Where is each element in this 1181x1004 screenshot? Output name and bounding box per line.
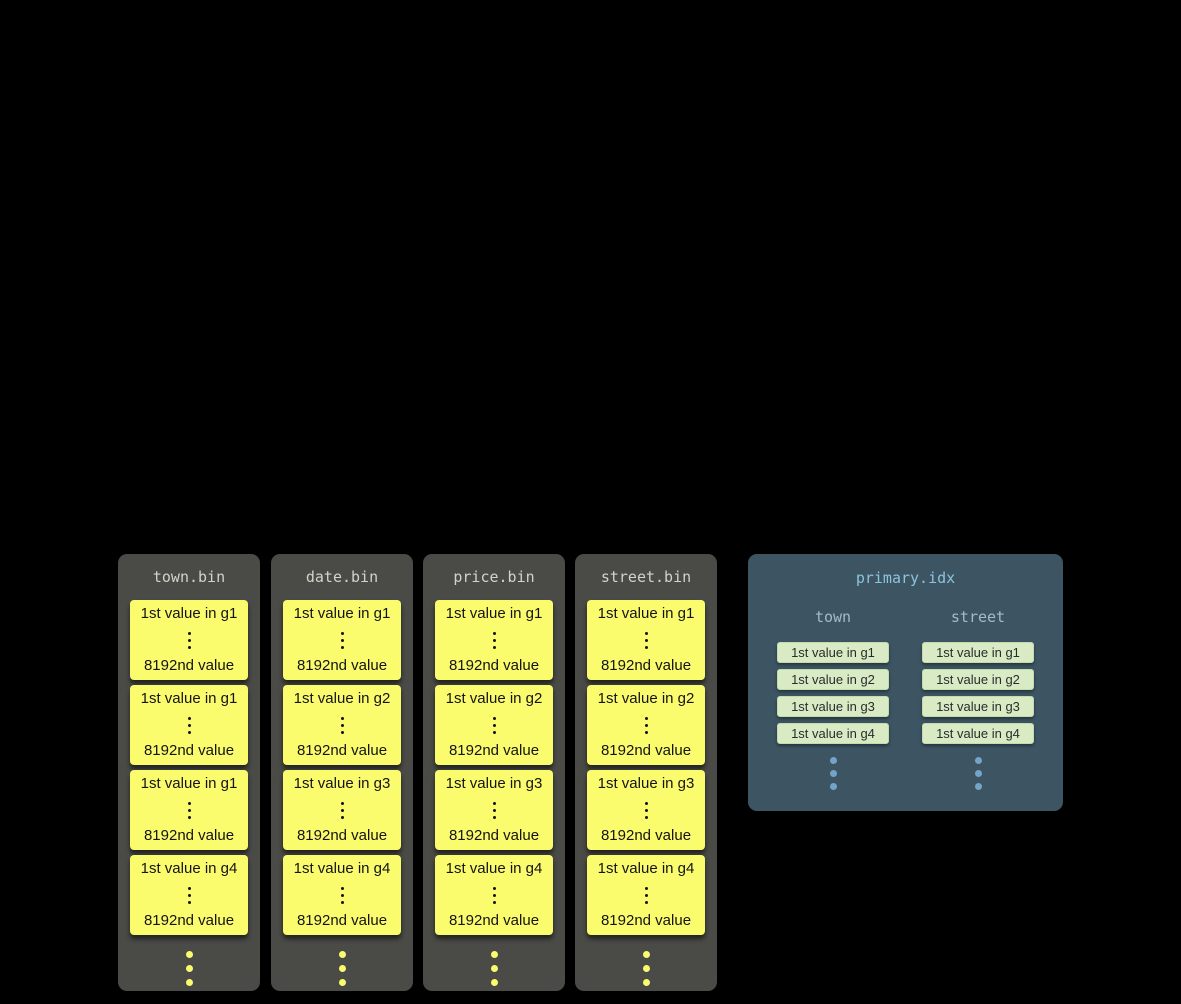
granule-block: 1st value in g4 8192nd value: [435, 855, 553, 935]
granule-first-value: 1st value in g2: [445, 690, 543, 707]
granule-last-value: 8192nd value: [296, 742, 388, 759]
vertical-ellipsis-icon: [187, 885, 191, 906]
granule-first-value: 1st value in g1: [293, 605, 391, 622]
index-entry-chip: 1st value in g1: [922, 642, 1034, 663]
vertical-ellipsis-icon: [492, 800, 496, 821]
granule-block: 1st value in g1 8192nd value: [435, 600, 553, 680]
index-entry-chip: 1st value in g4: [777, 723, 889, 744]
vertical-ellipsis-icon: [644, 715, 648, 736]
granule-last-value: 8192nd value: [296, 827, 388, 844]
granule-first-value: 1st value in g1: [140, 605, 238, 622]
granule-last-value: 8192nd value: [600, 912, 692, 929]
granule-last-value: 8192nd value: [448, 912, 540, 929]
granule-first-value: 1st value in g1: [597, 605, 695, 622]
more-granules-ellipsis-icon: [642, 947, 650, 989]
bin-file-title: street.bin: [600, 568, 692, 586]
primary-index-columns: town 1st value in g1 1st value in g2 1st…: [748, 607, 1063, 793]
granule-block: 1st value in g4 8192nd value: [283, 855, 401, 935]
index-entry-chip: 1st value in g1: [777, 642, 889, 663]
vertical-ellipsis-icon: [187, 630, 191, 651]
bin-column-street: street.bin 1st value in g1 8192nd value …: [575, 554, 717, 991]
granule-first-value: 1st value in g4: [445, 860, 543, 877]
index-column-header: street: [950, 608, 1006, 626]
index-column-town: town 1st value in g1 1st value in g2 1st…: [773, 607, 893, 793]
index-entry-chip: 1st value in g4: [922, 723, 1034, 744]
more-granules-ellipsis-icon: [490, 947, 498, 989]
more-entries-ellipsis-icon: [829, 754, 837, 793]
granule-last-value: 8192nd value: [448, 742, 540, 759]
granule-last-value: 8192nd value: [143, 657, 235, 674]
index-entry-chip: 1st value in g2: [777, 669, 889, 690]
granule-last-value: 8192nd value: [448, 657, 540, 674]
granule-last-value: 8192nd value: [296, 912, 388, 929]
vertical-ellipsis-icon: [644, 885, 648, 906]
index-entry-chip: 1st value in g3: [922, 696, 1034, 717]
granule-last-value: 8192nd value: [143, 912, 235, 929]
bin-file-title: price.bin: [453, 568, 535, 586]
index-column-street: street 1st value in g1 1st value in g2 1…: [918, 607, 1038, 793]
vertical-ellipsis-icon: [340, 630, 344, 651]
vertical-ellipsis-icon: [644, 800, 648, 821]
vertical-ellipsis-icon: [187, 715, 191, 736]
primary-index-panel: primary.idx town 1st value in g1 1st val…: [748, 554, 1063, 811]
granule-first-value: 1st value in g4: [597, 860, 695, 877]
granule-block: 1st value in g2 8192nd value: [587, 685, 705, 765]
bin-file-title: date.bin: [305, 568, 379, 586]
vertical-ellipsis-icon: [492, 630, 496, 651]
granule-first-value: 1st value in g3: [597, 775, 695, 792]
granule-first-value: 1st value in g1: [140, 775, 238, 792]
primary-index-title: primary.idx: [855, 569, 956, 587]
bin-column-town: town.bin 1st value in g1 8192nd value 1s…: [118, 554, 260, 991]
granule-block: 1st value in g1 8192nd value: [130, 685, 248, 765]
index-column-header: town: [814, 608, 852, 626]
bin-column-price: price.bin 1st value in g1 8192nd value 1…: [423, 554, 565, 991]
granule-first-value: 1st value in g3: [445, 775, 543, 792]
granule-last-value: 8192nd value: [143, 827, 235, 844]
vertical-ellipsis-icon: [492, 885, 496, 906]
index-entry-chip: 1st value in g3: [777, 696, 889, 717]
granule-first-value: 1st value in g2: [597, 690, 695, 707]
granule-block: 1st value in g4 8192nd value: [130, 855, 248, 935]
index-entry-chip: 1st value in g2: [922, 669, 1034, 690]
more-granules-ellipsis-icon: [338, 947, 346, 989]
granule-block: 1st value in g2 8192nd value: [283, 685, 401, 765]
vertical-ellipsis-icon: [340, 800, 344, 821]
granule-first-value: 1st value in g3: [293, 775, 391, 792]
granule-first-value: 1st value in g1: [140, 690, 238, 707]
granule-first-value: 1st value in g2: [293, 690, 391, 707]
granule-first-value: 1st value in g4: [293, 860, 391, 877]
granule-last-value: 8192nd value: [143, 742, 235, 759]
bin-file-title: town.bin: [152, 568, 226, 586]
granule-block: 1st value in g3 8192nd value: [435, 770, 553, 850]
granule-block: 1st value in g1 8192nd value: [130, 770, 248, 850]
more-entries-ellipsis-icon: [974, 754, 982, 793]
granule-block: 1st value in g3 8192nd value: [283, 770, 401, 850]
more-granules-ellipsis-icon: [185, 947, 193, 989]
granule-block: 1st value in g4 8192nd value: [587, 855, 705, 935]
granule-first-value: 1st value in g1: [445, 605, 543, 622]
vertical-ellipsis-icon: [340, 715, 344, 736]
granule-block: 1st value in g3 8192nd value: [587, 770, 705, 850]
granule-block: 1st value in g2 8192nd value: [435, 685, 553, 765]
granule-last-value: 8192nd value: [600, 657, 692, 674]
bin-column-date: date.bin 1st value in g1 8192nd value 1s…: [271, 554, 413, 991]
vertical-ellipsis-icon: [340, 885, 344, 906]
granule-block: 1st value in g1 8192nd value: [283, 600, 401, 680]
granule-last-value: 8192nd value: [600, 827, 692, 844]
granule-first-value: 1st value in g4: [140, 860, 238, 877]
vertical-ellipsis-icon: [187, 800, 191, 821]
granule-last-value: 8192nd value: [600, 742, 692, 759]
granule-block: 1st value in g1 8192nd value: [130, 600, 248, 680]
vertical-ellipsis-icon: [492, 715, 496, 736]
vertical-ellipsis-icon: [644, 630, 648, 651]
granule-last-value: 8192nd value: [296, 657, 388, 674]
granule-last-value: 8192nd value: [448, 827, 540, 844]
granule-block: 1st value in g1 8192nd value: [587, 600, 705, 680]
